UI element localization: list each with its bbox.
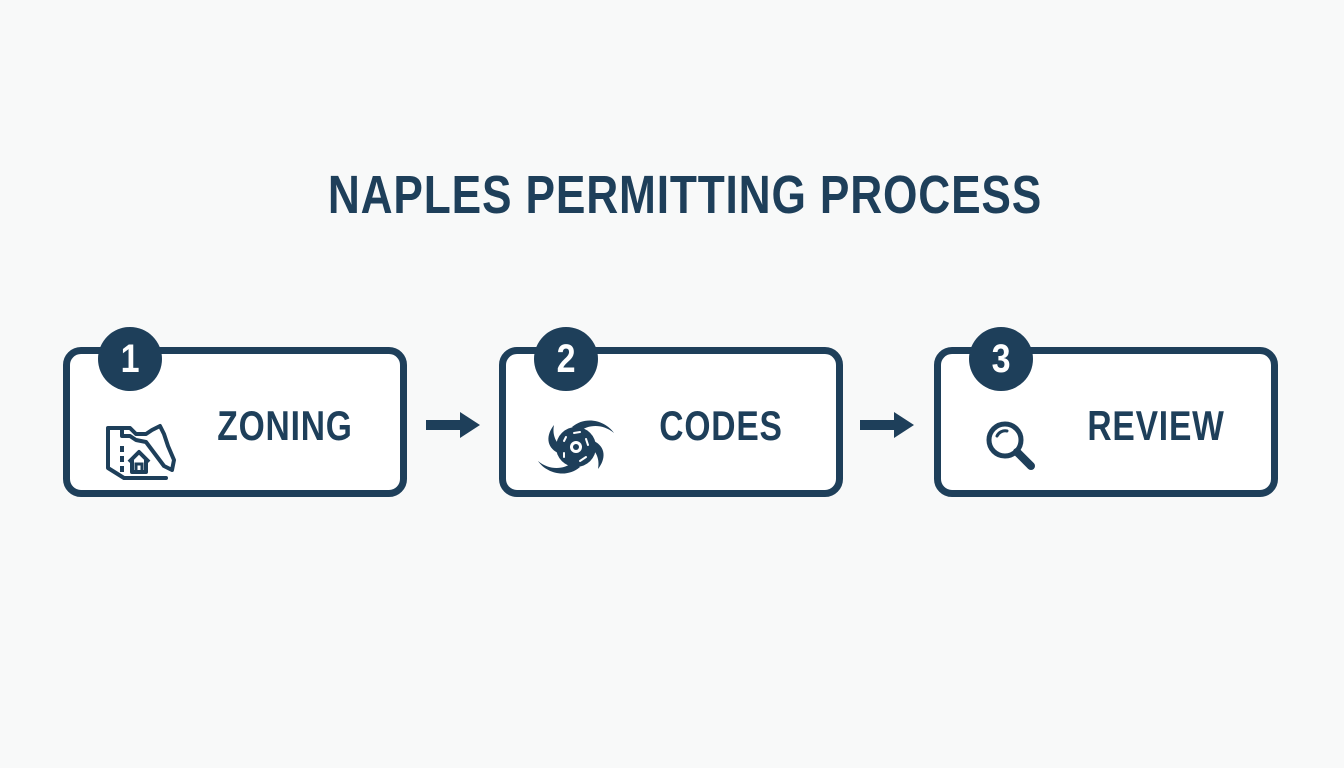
step-number-badge: 2 xyxy=(534,327,598,391)
florida-map-house-icon xyxy=(106,424,176,480)
hurricane-icon xyxy=(538,420,614,474)
arrow-right-icon xyxy=(860,412,914,438)
step-card-codes: 2 CODES xyxy=(499,327,843,497)
step-card-zoning: 1 ZONING xyxy=(63,327,407,497)
step-label: CODES xyxy=(659,402,783,449)
step-number: 1 xyxy=(120,337,140,381)
step-number: 3 xyxy=(991,337,1011,381)
arrow-right-icon xyxy=(426,412,480,438)
step-card-review: 3 REVIEW xyxy=(934,327,1278,497)
step-label: ZONING xyxy=(217,402,353,449)
step-number-badge: 3 xyxy=(969,327,1033,391)
diagram-title: NAPLES PERMITTING PROCESS xyxy=(327,165,1043,225)
step-number-badge: 1 xyxy=(98,327,162,391)
step-number: 2 xyxy=(556,337,576,381)
magnifying-glass-icon xyxy=(986,421,1035,470)
step-label: REVIEW xyxy=(1087,402,1225,449)
